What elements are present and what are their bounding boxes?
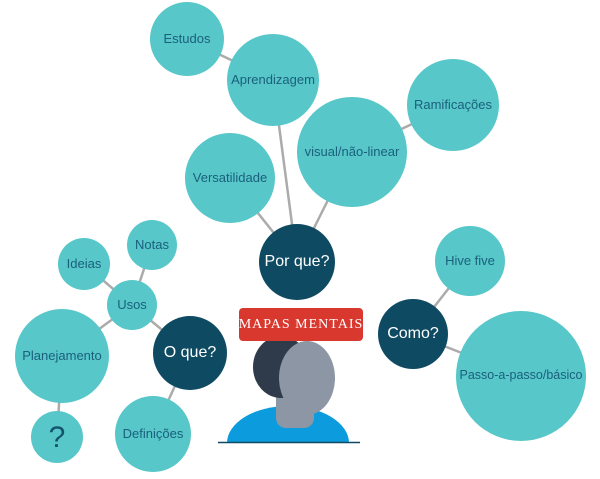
node-ramificacoes: Ramificações bbox=[407, 59, 499, 151]
node-como: Como? bbox=[378, 299, 448, 369]
person-face bbox=[279, 341, 335, 415]
node-por-que: Por que? bbox=[259, 224, 335, 300]
person-illustration bbox=[218, 336, 360, 444]
node-hive-five: Hive five bbox=[435, 226, 505, 296]
node-usos: Usos bbox=[107, 280, 157, 330]
node-estudos: Estudos bbox=[150, 2, 224, 76]
node-ideias: Ideias bbox=[58, 238, 110, 290]
node-notas: Notas bbox=[127, 220, 177, 270]
node-planejamento: Planejamento bbox=[15, 309, 109, 403]
node-aprendizagem: Aprendizagem bbox=[227, 34, 319, 126]
node-visual-nao-linear: visual/não-linear bbox=[297, 97, 407, 207]
node-versatilidade: Versatilidade bbox=[185, 133, 275, 223]
node-passo-a-passo: Passo-a-passo/básico bbox=[456, 311, 586, 441]
central-topic: MAPAS MENTAIS bbox=[239, 308, 363, 341]
question-mark-label: ? bbox=[48, 420, 66, 454]
node-definicoes: Definições bbox=[115, 396, 191, 472]
node-question-mark: ? bbox=[31, 411, 83, 463]
node-o-que: O que? bbox=[153, 316, 227, 390]
